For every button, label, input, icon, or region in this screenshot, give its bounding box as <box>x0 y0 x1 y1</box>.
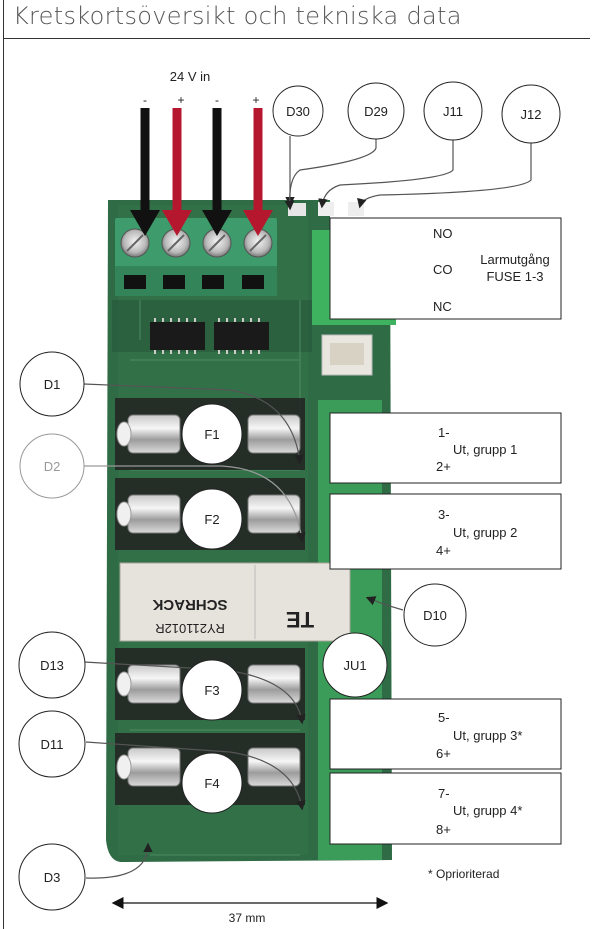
output-group-box: 7- Ut, grupp 4* 8+ <box>330 773 561 844</box>
group-neg-label: 1- <box>438 425 450 440</box>
callout-f3: F3 <box>204 683 219 698</box>
callout-ju1: JU1 <box>343 658 366 673</box>
callout-f4: F4 <box>204 776 219 791</box>
polarity-label: - <box>215 93 219 107</box>
output-group-box: 3- Ut, grupp 2 4+ <box>330 494 561 569</box>
output-group-box: 5- Ut, grupp 3* 6+ <box>330 699 561 769</box>
callout-d3: D3 <box>44 870 61 885</box>
alarm-nc-label: NC <box>433 299 452 314</box>
polarity-label: + <box>177 93 184 107</box>
dimension-label: 37 mm <box>229 911 266 925</box>
callout-d1: D1 <box>44 377 61 392</box>
callout-j11: J11 <box>443 104 463 119</box>
alarm-label-line2: FUSE 1-3 <box>486 269 543 284</box>
group-neg-label: 5- <box>438 710 450 725</box>
alarm-label-line1: Larmutgång <box>480 252 549 267</box>
group-pos-label: 4+ <box>436 543 451 558</box>
relay-brand: SCHRACK <box>152 596 227 613</box>
power-terminal-block <box>115 218 277 296</box>
callout-d13: D13 <box>40 658 64 673</box>
output-group-box: 1- Ut, grupp 1 2+ <box>330 413 561 483</box>
alarm-no-label: NO <box>433 226 453 241</box>
polarity-label: + <box>252 93 259 107</box>
callout-j12: J12 <box>521 107 542 122</box>
callout-d30: D30 <box>286 104 310 119</box>
callout-d10: D10 <box>423 608 447 623</box>
group-label: Ut, grupp 1 <box>453 442 517 457</box>
callout-f1: F1 <box>204 427 219 442</box>
callout-d29: D29 <box>364 104 388 119</box>
dimension-marker: 37 mm <box>114 903 386 925</box>
group-pos-label: 6+ <box>436 746 451 761</box>
callout-d2: D2 <box>44 459 61 474</box>
group-neg-label: 7- <box>438 786 450 801</box>
polarity-label: - <box>143 93 147 107</box>
footnote: * Oprioriterad <box>428 867 499 881</box>
callout-d11: D11 <box>41 737 64 752</box>
alarm-output-box: NO CO NC Larmutgång FUSE 1-3 <box>330 218 561 319</box>
callout-f2: F2 <box>204 512 219 527</box>
group-label: Ut, grupp 3* <box>453 728 522 743</box>
group-label: Ut, grupp 2 <box>453 525 517 540</box>
group-pos-label: 2+ <box>436 459 451 474</box>
relay-logo: TE <box>286 607 314 632</box>
power-input-label: 24 V in <box>170 69 210 84</box>
group-label: Ut, grupp 4* <box>453 803 522 818</box>
group-pos-label: 8+ <box>436 822 451 837</box>
alarm-co-label: CO <box>433 262 453 277</box>
relay-model: RY211012R <box>155 621 225 636</box>
relay: SCHRACK RY211012R TE <box>120 563 350 641</box>
group-neg-label: 3- <box>438 507 450 522</box>
